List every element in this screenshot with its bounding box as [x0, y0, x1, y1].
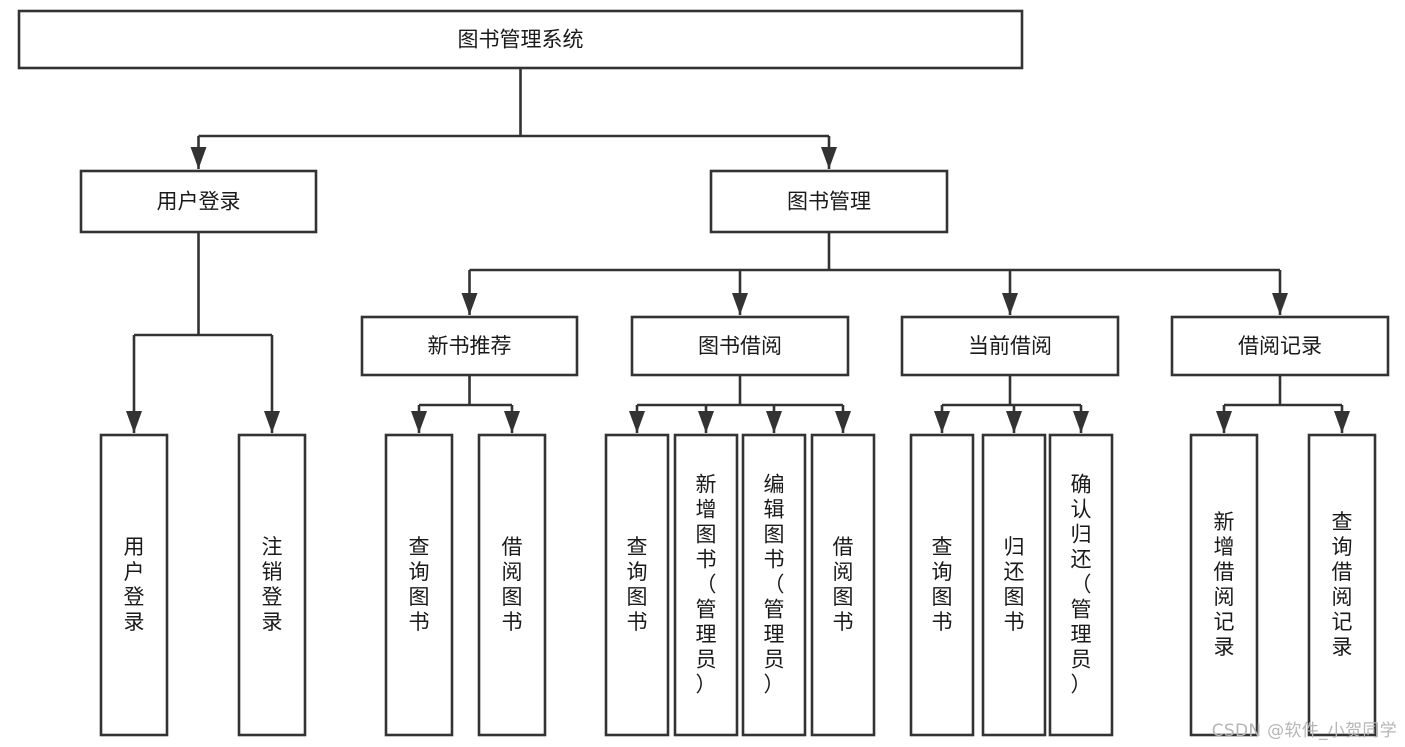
arrow-head-icon: [766, 411, 782, 433]
arrow-head-icon: [698, 411, 714, 433]
node-label: 图书管理系统: [458, 28, 584, 52]
arrow-head-icon: [461, 293, 478, 315]
node-label: 新增图书（管理员）: [696, 473, 717, 697]
node-leaf-borrow-book-2[interactable]: 借阅图书: [810, 433, 876, 737]
node-label: 用户登录: [157, 190, 241, 214]
arrow-head-icon: [934, 411, 950, 433]
node-label: 编辑图书（管理员）: [764, 473, 785, 697]
node-box: [79, 169, 318, 234]
node-label: 查询图书: [627, 535, 648, 634]
node-label: 归还图书: [1004, 535, 1025, 634]
node-leaf-return-book[interactable]: 归还图书: [981, 433, 1047, 737]
node-new-book-rec[interactable]: 新书推荐: [360, 315, 579, 377]
arrow-head-icon: [1334, 411, 1350, 433]
node-box: [909, 433, 975, 737]
node-label: 新增借阅记录: [1214, 510, 1235, 659]
node-box: [1048, 433, 1114, 737]
arrow-head-icon: [821, 147, 837, 169]
node-borrow-record[interactable]: 借阅记录: [1170, 315, 1390, 377]
node-label: 新书推荐: [428, 334, 512, 358]
node-box: [709, 169, 949, 234]
arrow-head-icon: [629, 411, 645, 433]
node-box: [17, 9, 1024, 70]
node-box: [477, 433, 547, 737]
node-label: 用户登录: [124, 535, 145, 634]
node-label: 图书管理: [787, 190, 871, 214]
arrow-head-icon: [264, 411, 280, 433]
node-leaf-user-login[interactable]: 用户登录: [99, 433, 169, 737]
connector-layer: [126, 68, 1350, 433]
node-label: 注销登录: [262, 535, 283, 634]
arrow-head-icon: [504, 411, 520, 433]
arrow-head-icon: [732, 293, 748, 315]
node-leaf-query-book-2[interactable]: 查询图书: [604, 433, 670, 737]
node-layer: 图书管理系统用户登录图书管理新书推荐图书借阅当前借阅借阅记录用户登录注销登录查询…: [17, 9, 1390, 737]
node-leaf-borrow-book-1[interactable]: 借阅图书: [477, 433, 547, 737]
node-label: 查询借阅记录: [1332, 510, 1353, 659]
node-leaf-confirm-return[interactable]: 确认归还（管理员）: [1048, 433, 1114, 737]
node-label: 查询图书: [932, 535, 953, 634]
arrow-head-icon: [190, 147, 207, 169]
arrow-head-icon: [835, 411, 851, 433]
node-box: [237, 433, 307, 737]
arrow-head-icon: [1073, 411, 1089, 433]
node-label: 确认归还（管理员）: [1071, 473, 1092, 697]
node-box: [673, 433, 739, 737]
node-box: [1189, 433, 1259, 737]
node-label: 查询图书: [409, 535, 430, 634]
arrow-head-icon: [411, 411, 427, 433]
node-book-borrow[interactable]: 图书借阅: [630, 315, 850, 377]
node-leaf-logout[interactable]: 注销登录: [237, 433, 307, 737]
node-leaf-add-record[interactable]: 新增借阅记录: [1189, 433, 1259, 737]
node-leaf-query-book-1[interactable]: 查询图书: [384, 433, 454, 737]
node-box: [741, 433, 807, 737]
node-leaf-query-record[interactable]: 查询借阅记录: [1307, 433, 1377, 737]
node-box: [1170, 315, 1390, 377]
node-box: [360, 315, 579, 377]
node-box: [99, 433, 169, 737]
arrow-head-icon: [1216, 411, 1232, 433]
node-label: 当前借阅: [968, 334, 1052, 358]
node-leaf-add-book[interactable]: 新增图书（管理员）: [673, 433, 739, 737]
node-box: [604, 433, 670, 737]
node-box: [810, 433, 876, 737]
node-label: 借阅记录: [1238, 334, 1322, 358]
node-box: [900, 315, 1120, 377]
node-label: 借阅图书: [833, 535, 854, 634]
node-label: 图书借阅: [698, 334, 782, 358]
node-current-borrow[interactable]: 当前借阅: [900, 315, 1120, 377]
arrow-head-icon: [1002, 293, 1018, 315]
node-leaf-edit-book[interactable]: 编辑图书（管理员）: [741, 433, 807, 737]
arrow-head-icon: [1272, 293, 1288, 315]
node-box: [981, 433, 1047, 737]
node-label: 借阅图书: [502, 535, 523, 634]
arrow-head-icon: [126, 411, 142, 433]
node-box: [630, 315, 850, 377]
node-user-login[interactable]: 用户登录: [79, 169, 318, 234]
node-book-manage[interactable]: 图书管理: [709, 169, 949, 234]
node-box: [1307, 433, 1377, 737]
node-root[interactable]: 图书管理系统: [17, 9, 1024, 70]
node-box: [384, 433, 454, 737]
arrow-head-icon: [1006, 411, 1022, 433]
node-leaf-query-book-3[interactable]: 查询图书: [909, 433, 975, 737]
